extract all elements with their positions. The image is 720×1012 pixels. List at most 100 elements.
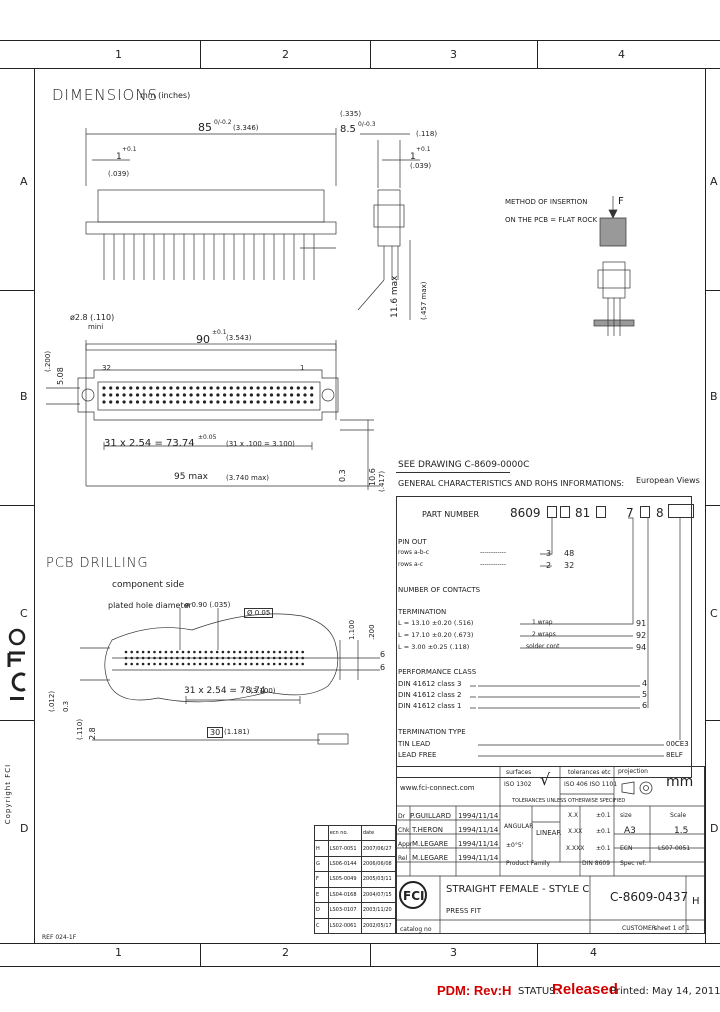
pcb-hole [141, 656, 145, 660]
contact-dot [209, 393, 213, 397]
pcb-flag: Ø 0.05 [244, 608, 274, 618]
dim-90-tol: ±0.1 [212, 329, 227, 336]
dim-1-in: (.039) [108, 170, 130, 178]
contact-dot [236, 400, 240, 404]
part-number-label: PART NUMBER [422, 510, 480, 519]
pcb-hole [301, 650, 305, 654]
pcb-hole [210, 656, 213, 660]
tb-rev: H [692, 896, 700, 907]
performance-row-1-val: 4 [642, 679, 648, 688]
contact-dot [115, 393, 119, 397]
pcb-hole [170, 662, 173, 666]
pcb-hole [198, 650, 202, 654]
revision-table-cell: LS03-0107 [329, 903, 362, 918]
dim-508: 5.08 [56, 367, 65, 385]
pcb-hole [187, 662, 190, 666]
revision-table-cell: F [315, 872, 329, 887]
pcb-hole [164, 650, 168, 654]
revision-table-cell: 2007/06/27 [362, 845, 392, 852]
tb-check-icon: √ [540, 770, 551, 789]
contact-dot [182, 400, 186, 404]
termination-row-2-note: 2 wraps [532, 631, 556, 638]
contact-dot [263, 393, 267, 397]
term-type-row-2: LEAD FREE [398, 751, 437, 759]
pcb-dim-03: 0.3 [62, 700, 70, 712]
pcb-hole [272, 656, 276, 660]
contact-dot [169, 393, 173, 397]
dim-85-in: (3.346) [233, 124, 259, 132]
performance-row-3-val: 6 [642, 701, 648, 710]
termination-row-1: L = 13.10 ±0.20 (.516) [398, 619, 474, 627]
tb-catalog: catalog no [400, 926, 432, 933]
printed-date: Printed: May 14, 2011 [610, 986, 720, 997]
contact-dot [109, 400, 113, 404]
contact-dot [290, 386, 294, 390]
projection-icon [620, 780, 656, 796]
pcb-hole [301, 656, 305, 660]
term-type-row-1-val: 00CE3 [666, 740, 689, 748]
pcb-hole [170, 656, 173, 660]
tb-lin1: X.X [568, 812, 579, 819]
contact-dot [249, 400, 253, 404]
contact-dot [202, 400, 207, 404]
revision-table-cell: LS02-0061 [329, 918, 362, 933]
pcb-hole [295, 662, 299, 666]
zone-row-b: B [20, 390, 28, 403]
term-type-row-2-val: 8ELF [666, 751, 683, 759]
contact-dot [223, 386, 227, 390]
contact-dot [290, 393, 294, 397]
contact-dot [249, 393, 253, 397]
pcb-hole [198, 656, 202, 660]
tb-rel-name: M.LEGARE [412, 854, 449, 862]
dim-1-tol: +0.1 [122, 146, 137, 153]
revision-table-cell: LS05-0049 [329, 872, 362, 887]
tb-rel: Rel [398, 855, 408, 862]
pcb-hole [290, 656, 293, 660]
dim-417: (.417) [378, 470, 386, 492]
dim-95: 95 max [174, 472, 208, 482]
part-number-value: 8609 [510, 506, 541, 520]
dim-85b-tol: 0/-0.3 [358, 121, 376, 128]
insertion-connector [602, 261, 626, 299]
pcb-hole [153, 656, 156, 660]
tb-chk-date: 1994/11/14 [458, 826, 499, 834]
contact-dot [122, 400, 126, 404]
pcb-dim-1100: 1.100 [348, 619, 356, 640]
contact-dot [256, 393, 260, 397]
contact-dot [135, 393, 140, 397]
zone-col-4: 4 [618, 48, 625, 61]
pcb-hole [250, 662, 253, 666]
revision-table-cell: LS04-0168 [329, 887, 362, 903]
contact-dot [310, 386, 314, 390]
pcb-flag-6: 6 [380, 650, 386, 659]
contact-dot [122, 386, 126, 390]
pcb-hole [272, 662, 276, 666]
pcb-hole [221, 656, 225, 660]
contact-dot [310, 393, 314, 397]
pcb-hole [261, 662, 265, 666]
pcb-hole [210, 650, 213, 654]
pcb-30: 30 [207, 727, 224, 738]
connector-plan-body [77, 369, 339, 421]
contact-dot [196, 400, 200, 404]
pcb-hole [170, 650, 173, 654]
performance-row-2: DIN 41612 class 2 [398, 691, 462, 699]
contact-dot [223, 400, 227, 404]
contact-dot [102, 386, 106, 390]
termination-title: TERMINATION [398, 608, 447, 616]
tb-drawn-date: 1994/11/14 [458, 812, 499, 820]
contact-dot [142, 393, 146, 397]
dim-90-in: (3.543) [226, 334, 252, 342]
pcb-hole [136, 650, 139, 654]
connector-front-flange [85, 221, 337, 235]
pcb-hole [227, 662, 230, 666]
component-side-label: component side [112, 580, 185, 590]
tb-ecn-val: LS07-0051 [658, 845, 691, 852]
dim-85b: 8.5 [340, 124, 356, 135]
contact-dot [229, 393, 233, 397]
pcb-hole [261, 650, 265, 654]
tb-surfaces-val: ISO 1302 [504, 781, 532, 788]
pcb-hole [158, 650, 162, 654]
